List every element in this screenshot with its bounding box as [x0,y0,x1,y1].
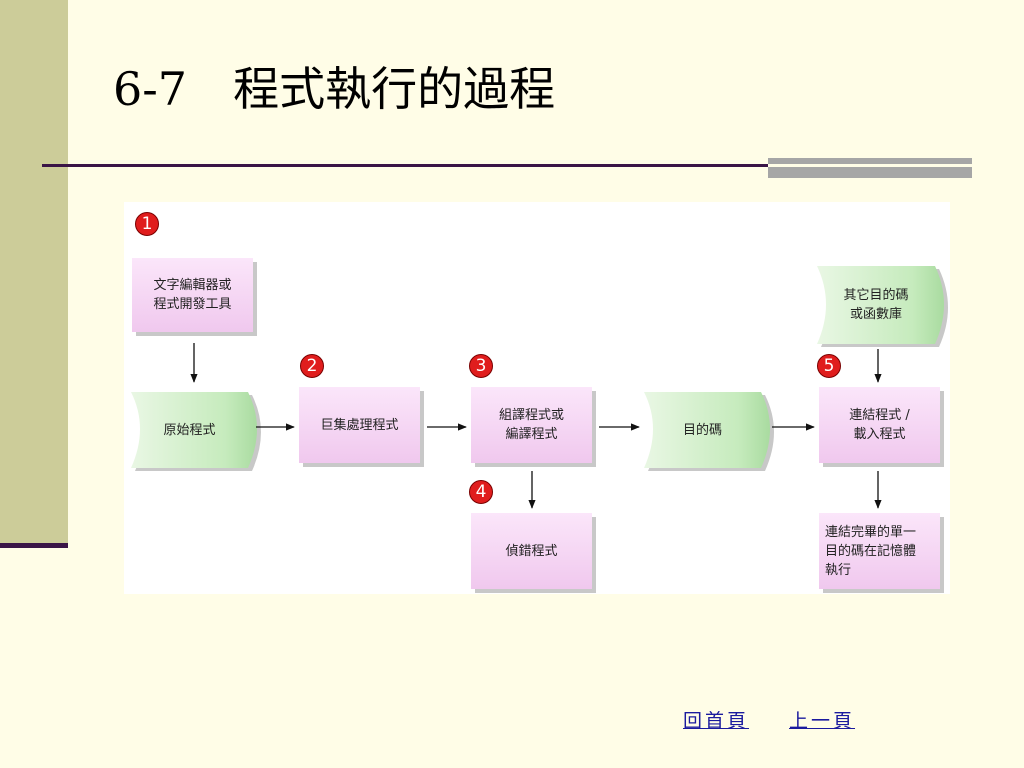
box-compiler [471,387,596,467]
title-rule [42,164,972,167]
box-debugger [471,513,596,593]
step-badge-5: 5 [817,354,841,378]
box-editor [132,258,257,336]
step-badge-1: 1 [135,212,159,236]
home-link[interactable]: 回首頁 [683,710,750,732]
prev-page-link[interactable]: 上一頁 [789,710,856,732]
slide-title: 6-7 程式執行的過程 [113,62,556,116]
doc-source-program [131,392,261,471]
doc-object-code [644,392,774,471]
step-badge-4: 4 [469,480,493,504]
box-macro-processor [299,387,424,467]
node-debugger-label: 偵錯程式 [505,543,558,559]
box-linker [819,387,944,467]
node-object-label: 目的碼 [682,422,722,438]
node-macro-label: 巨集處理程式 [320,417,399,433]
box-executable [819,513,944,593]
step-badge-3: 3 [469,354,493,378]
left-sidebar-bar [0,0,68,545]
step-badge-2: 2 [300,354,324,378]
node-compiler-label: 組譯程式或 編譯程式 [498,408,564,442]
title-rule-accent [768,158,972,178]
node-executable-label: 連結完畢的單一 目的碼在記憶體 執行 [825,524,917,578]
doc-other-libraries [817,266,948,347]
node-linker-label: 連結程式 / 載入程式 [849,408,910,442]
node-editor-label: 文字編輯器或 程式開發工具 [153,278,232,312]
sidebar-divider [0,543,68,548]
node-source-label: 原始程式 [163,422,216,438]
node-libraries-label: 其它目的碼 或函數庫 [843,288,909,322]
